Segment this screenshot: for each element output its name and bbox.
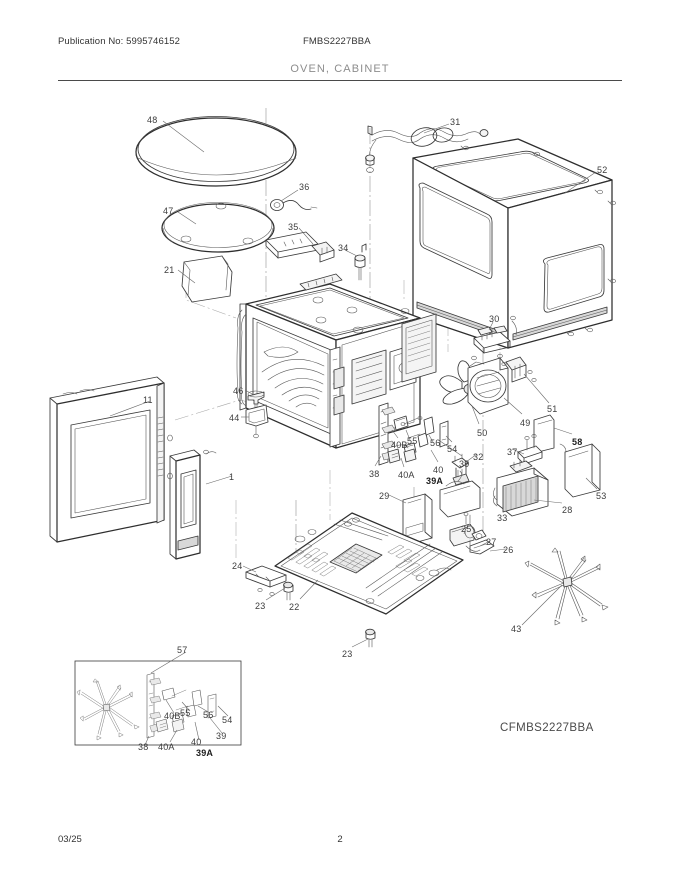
callout-29: 29: [379, 491, 390, 501]
section-title: OVEN, CABINET: [290, 63, 390, 75]
part-44-turntable-motor: [245, 404, 269, 439]
footer-date: 03/25: [58, 834, 82, 845]
lamp-assembly: [449, 512, 495, 555]
callout-56: 56: [430, 438, 441, 448]
callout-23: 23: [342, 649, 353, 659]
callout-26: 26: [503, 545, 514, 555]
diagram-model-label: CFMBS2227BBA: [500, 722, 594, 734]
part-30-latch-bracket: [471, 315, 517, 361]
callout-30: 30: [489, 314, 500, 324]
callout-33: 33: [497, 513, 508, 523]
callout-55: 55: [407, 436, 418, 446]
part-22-base-plate: [274, 512, 464, 615]
callout-32: 32: [473, 452, 484, 462]
inset-detail-box: [74, 651, 242, 746]
callout-39: 39: [216, 731, 227, 741]
oven-cavity-assembly: [236, 273, 437, 449]
callout-55: 55: [180, 708, 191, 718]
callout-40B: 40B: [164, 711, 181, 721]
callout-48: 48: [147, 115, 158, 125]
header-divider: [58, 80, 622, 81]
callout-1: 1: [229, 472, 235, 482]
callout-39A: 39A: [426, 476, 444, 486]
part-36-retainer-clip: [270, 199, 318, 211]
callout-40A: 40A: [398, 470, 415, 480]
callout-47: 47: [163, 206, 174, 216]
model-number: FMBS2227BBA: [303, 36, 371, 47]
callout-31: 31: [450, 117, 461, 127]
part-49-fan-motor: [467, 356, 537, 415]
callout-40A: 40A: [158, 742, 175, 752]
part-28-hv-transformer: [493, 459, 549, 517]
page-header: Publication No: 5995746152 FMBS2227BBA: [0, 36, 680, 58]
footer-page-number: 2: [337, 834, 343, 845]
callout-leaders: [109, 120, 598, 746]
part-11-door-assembly: [49, 376, 173, 543]
publication-number: Publication No: 5995746152: [58, 36, 180, 47]
part-21-air-duct: [181, 255, 233, 303]
callout-40B: 40B: [391, 440, 408, 450]
part-37-hv-diode: [517, 434, 543, 465]
callout-44: 44: [229, 413, 240, 423]
callout-22: 22: [289, 602, 300, 612]
part-24-mounting-bracket: [245, 565, 287, 596]
part-48-glass-tray: [135, 116, 297, 187]
callout-50: 50: [477, 428, 488, 438]
part-32-magnetron: [439, 453, 481, 518]
callout-21: 21: [164, 265, 175, 275]
callout-54: 54: [222, 715, 233, 725]
inset-switch-bracket: [146, 672, 217, 739]
callout-38: 38: [138, 742, 149, 752]
callout-40: 40: [433, 465, 444, 475]
callout-57: 57: [177, 645, 188, 655]
callout-46: 46: [233, 386, 244, 396]
callout-35: 35: [288, 222, 299, 232]
part-1-control-panel: [169, 449, 217, 560]
callout-39: 39: [459, 459, 470, 469]
callout-24: 24: [232, 561, 243, 571]
part-31-power-cord: [365, 125, 489, 173]
callout-25: 25: [461, 524, 472, 534]
callout-52: 52: [597, 165, 608, 175]
callout-40: 40: [191, 737, 202, 747]
part-23-screws: [283, 581, 376, 648]
part-47-turntable-ring: [161, 202, 275, 253]
part-53-duct-cover: [559, 443, 601, 498]
callout-11: 11: [143, 395, 153, 405]
callout-51: 51: [547, 404, 558, 414]
callout-49: 49: [520, 418, 531, 428]
part-29-capacitor: [402, 493, 433, 545]
callout-37: 37: [507, 447, 518, 457]
switch-bracket-group: [378, 402, 449, 466]
callout-27: 27: [486, 537, 497, 547]
part-34-stud-screw: [354, 243, 367, 281]
callout-38: 38: [369, 469, 380, 479]
callout-54: 54: [447, 444, 458, 454]
callout-53: 53: [596, 491, 607, 501]
callout-43: 43: [511, 624, 522, 634]
callout-58: 58: [572, 437, 583, 447]
callout-34: 34: [338, 243, 349, 253]
callout-23: 23: [255, 601, 266, 611]
part-52-cabinet-wrapper: [412, 138, 616, 349]
callout-39A: 39A: [196, 748, 214, 758]
callout-56: 56: [203, 710, 214, 720]
part-35-rail-bracket: [265, 231, 335, 263]
callout-36: 36: [299, 182, 310, 192]
part-43-wire-harness: [524, 547, 609, 626]
callout-28: 28: [562, 505, 573, 515]
